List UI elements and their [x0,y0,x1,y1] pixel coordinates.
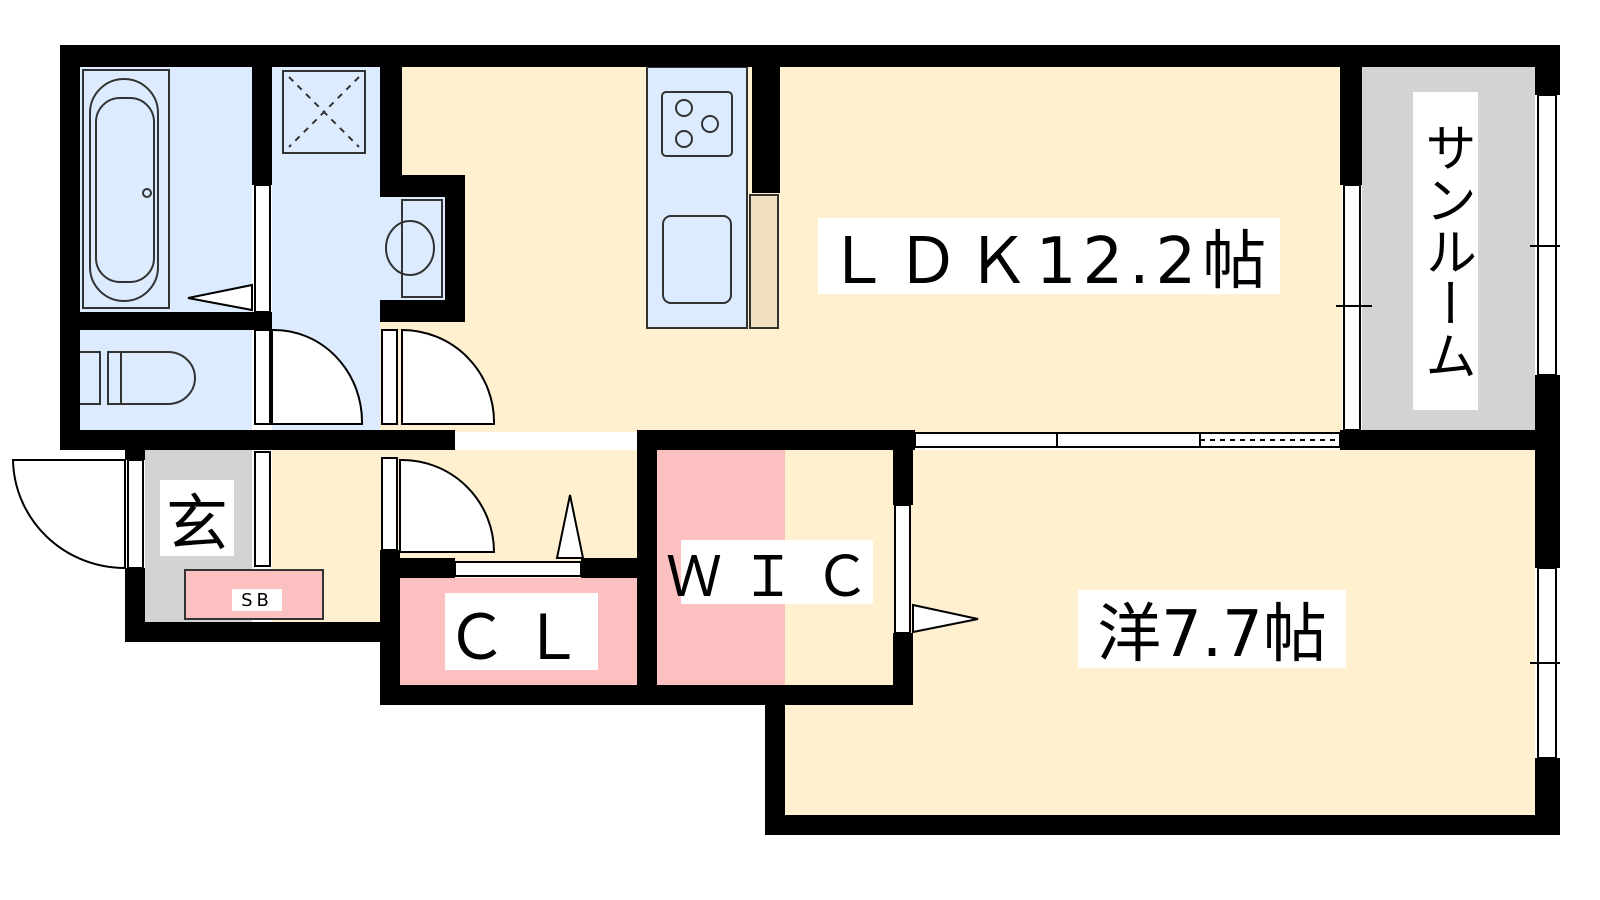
shoe-box-label: SB [232,589,282,611]
walls [60,45,1560,835]
window-ldk [1343,184,1361,431]
entrance-door [11,459,126,570]
sliding-door [914,432,1341,448]
sunroom-label: サンルーム [1413,92,1478,410]
washbasin-icon [401,199,443,298]
bath-door [187,283,253,312]
closet-door [555,494,585,559]
counter-strip [749,194,779,329]
entrance-label: 玄 [160,480,234,560]
toilet-floor [80,330,252,430]
ldk-label: ＬＤＫ12.2帖 [818,218,1280,299]
toilet-icon [80,351,196,405]
toilet-door [271,328,364,425]
wic-label: ＷＩＣ [666,540,873,610]
fixtures [80,66,779,620]
kitchen-sink-icon [662,215,732,304]
closet-label: ＣＬ [445,593,598,674]
wic-door [912,603,979,634]
washroom-door [401,328,496,425]
stove-icon [661,91,733,157]
western-room-label: 洋7.7帖 [1078,590,1346,672]
hall-door [399,458,496,553]
window-sunroom [1537,94,1557,376]
